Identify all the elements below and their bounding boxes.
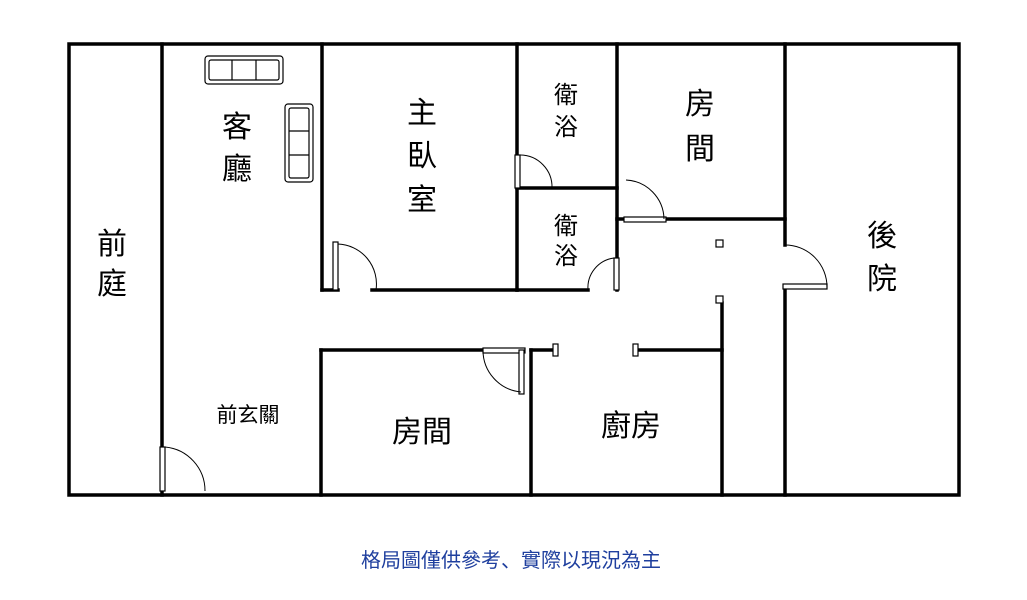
kitchen-label: 廚房: [601, 409, 661, 444]
master-bedroom-door: [332, 241, 377, 291]
bedroom-bottom-door: [482, 347, 526, 395]
master-bedroom-label-3: 室: [407, 183, 437, 218]
bedroom-top-label-2: 間: [685, 132, 715, 167]
back-yard-label-1: 後: [867, 219, 897, 254]
entrance-label: 前玄關: [217, 403, 280, 427]
master-bedroom-label-1: 主: [407, 96, 437, 131]
master-bedroom-label-2: 臥: [407, 139, 437, 174]
front-yard-label-1: 前: [97, 227, 127, 262]
walls: [67, 42, 961, 497]
disclaimer-caption: 格局圖僅供參考、實際以現況為主: [361, 548, 661, 572]
front-yard-label-2: 庭: [97, 267, 127, 302]
living-room-label-2: 廳: [222, 152, 252, 187]
wall-end-marker: [715, 239, 724, 248]
doors: [159, 154, 828, 492]
wall-end-marker: [632, 343, 639, 357]
bathroom-1-door: [514, 154, 553, 189]
bedroom-top-label-1: 房: [685, 87, 715, 122]
bathroom-1-label-1: 衛: [554, 81, 578, 109]
back-yard-door: [782, 244, 828, 290]
bathroom-2-label-2: 浴: [554, 242, 578, 270]
room-labels: 前 庭 客 廳 主 臥 室 衛 浴 衛 浴 房 間 後 院 前玄關 房間 廚房: [97, 81, 897, 450]
sofa-vertical: [284, 103, 314, 183]
outer-wall: [67, 42, 961, 497]
bathroom-2-label-1: 衛: [554, 212, 578, 240]
bathroom-2-door: [587, 257, 620, 291]
wall-end-marker: [715, 295, 724, 304]
bedroom-bottom-label: 房間: [392, 415, 452, 450]
bathroom-1-label-2: 浴: [554, 113, 578, 141]
sofa-horizontal: [204, 55, 284, 85]
bedroom-top-door: [623, 179, 667, 223]
entrance-door: [159, 446, 206, 492]
back-yard-label-2: 院: [867, 262, 897, 297]
living-room-label-1: 客: [222, 110, 252, 145]
wall-end-marker: [552, 343, 559, 357]
sofa-set: [204, 55, 314, 183]
wall-markers: [552, 239, 724, 357]
